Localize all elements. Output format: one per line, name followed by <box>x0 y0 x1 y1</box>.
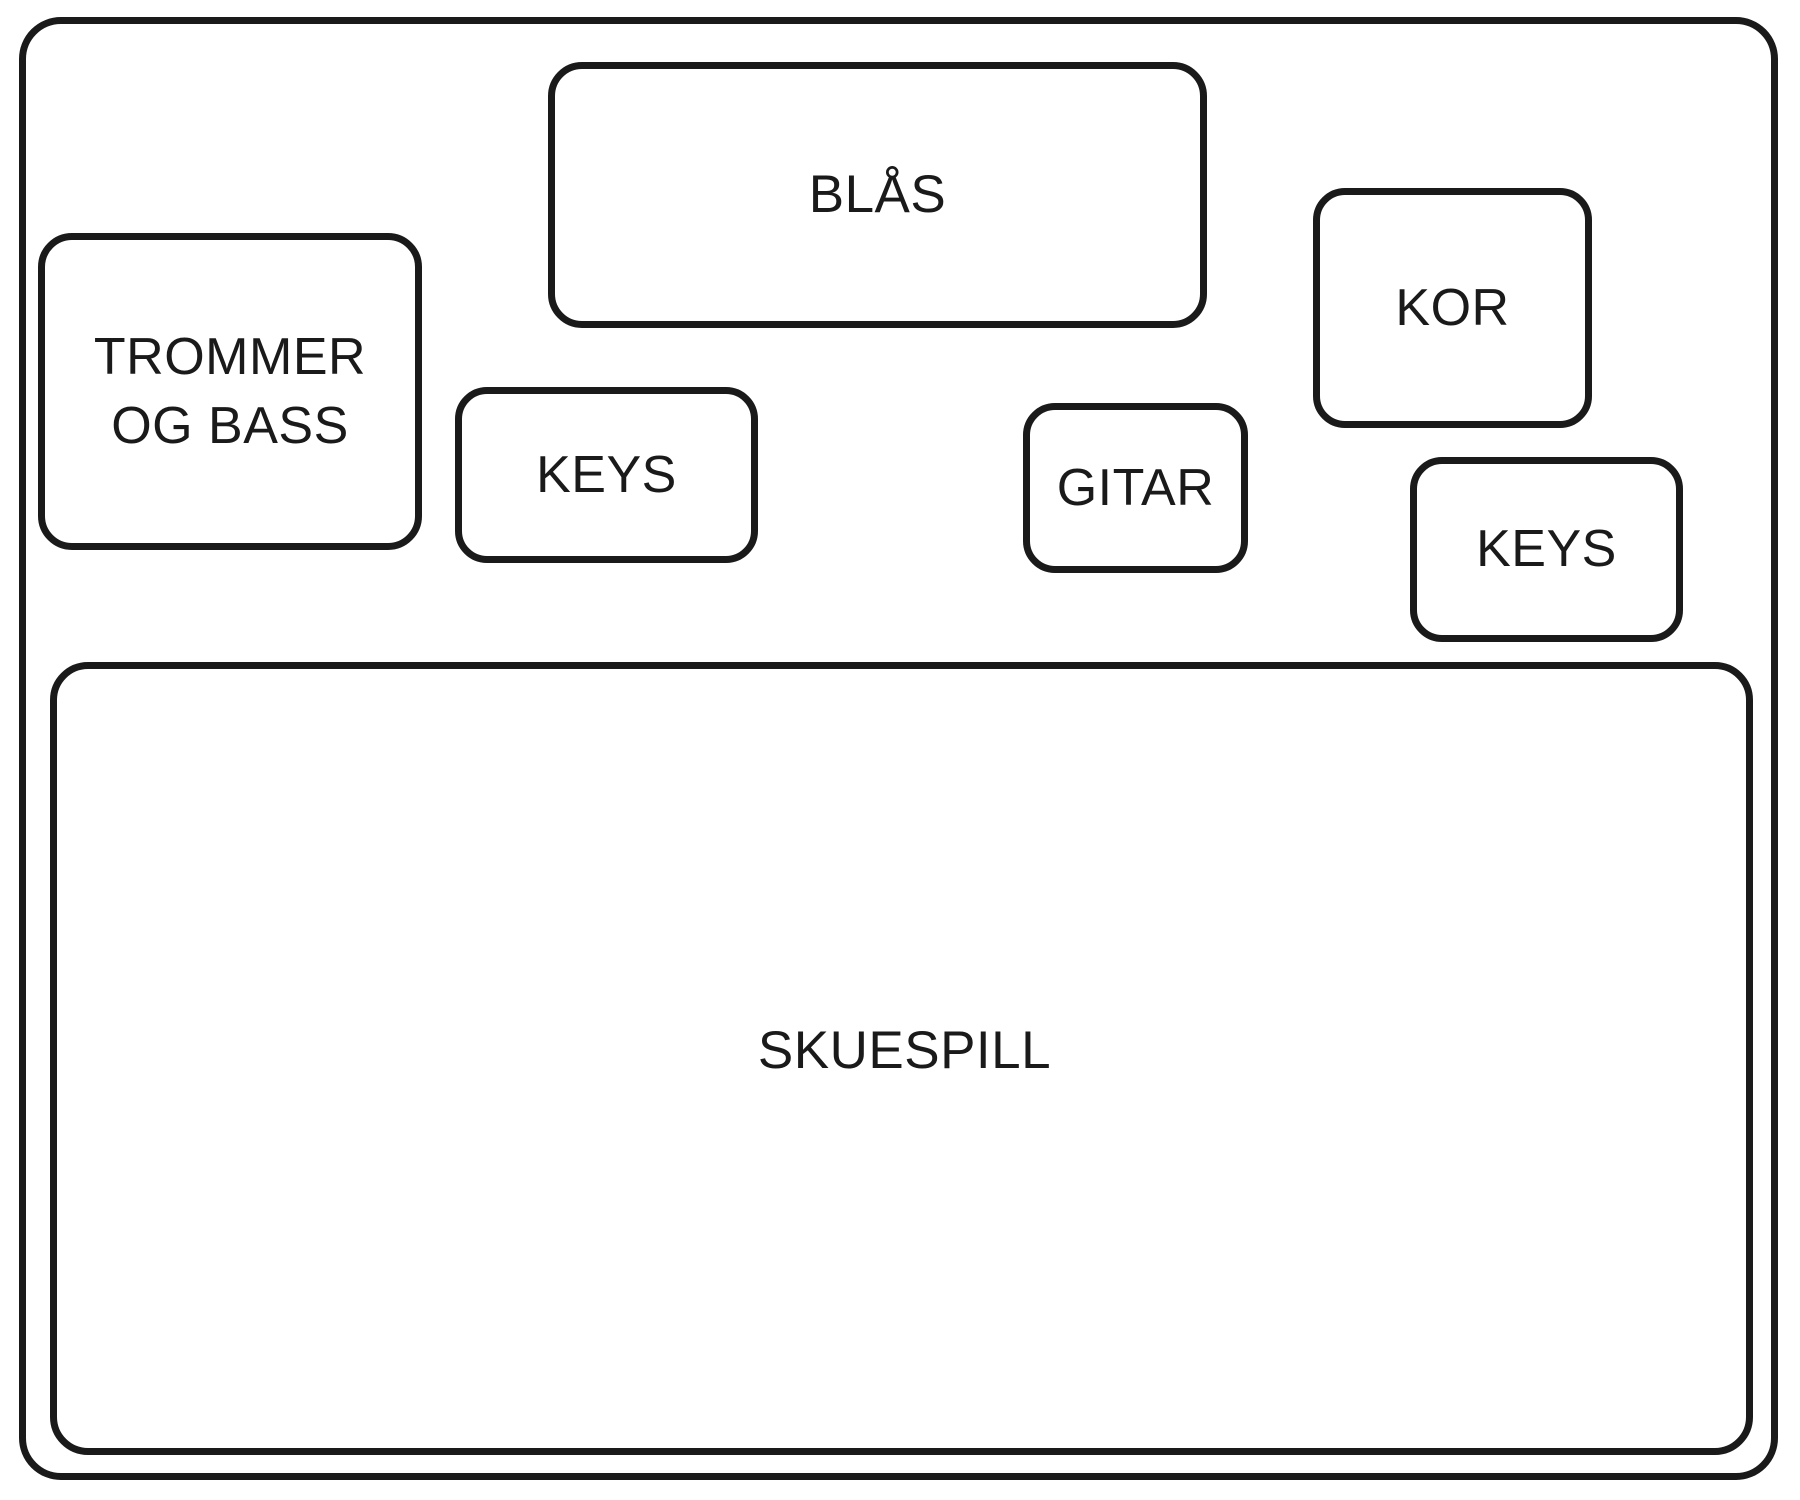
node-label-trommer-og-bass: TROMMER OG BASS <box>93 327 367 455</box>
node-skuespill[interactable]: SKUESPILL <box>50 662 1753 1455</box>
node-keys-center[interactable]: KEYS <box>455 387 758 563</box>
node-kor[interactable]: KOR <box>1313 188 1592 428</box>
node-blas[interactable]: BLÅS <box>548 62 1207 328</box>
node-gitar[interactable]: GITAR <box>1023 403 1248 573</box>
node-label-gitar: GITAR <box>1056 458 1215 517</box>
node-label-skuespill: SKUESPILL <box>757 1020 1052 1080</box>
node-label-keys-center: KEYS <box>536 445 677 504</box>
node-label-kor: KOR <box>1395 278 1510 337</box>
node-keys-right[interactable]: KEYS <box>1410 457 1683 642</box>
node-trommer-og-bass[interactable]: TROMMER OG BASS <box>38 233 422 550</box>
node-label-blas: BLÅS <box>808 165 947 225</box>
node-label-keys-right: KEYS <box>1476 520 1617 579</box>
